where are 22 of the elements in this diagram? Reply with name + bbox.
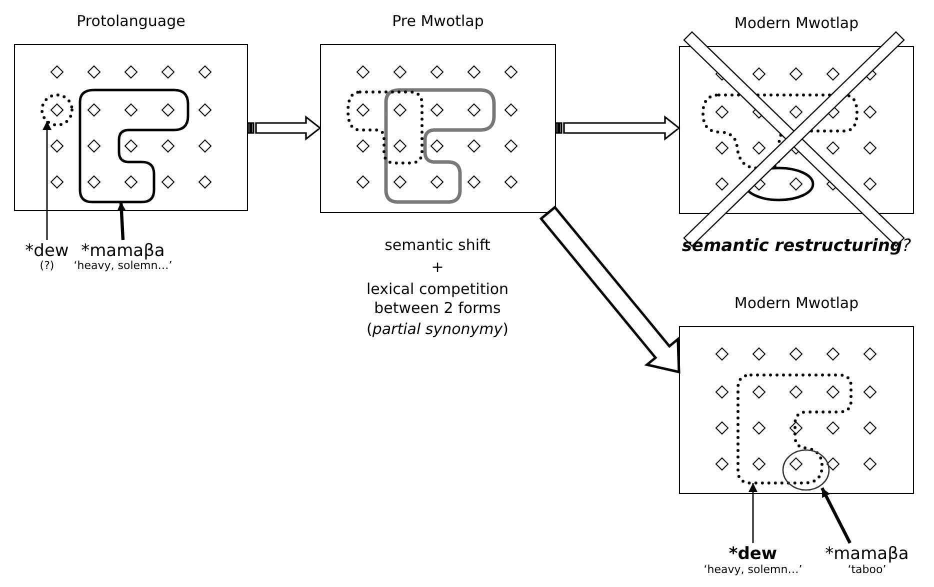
- meaning-circle: [782, 448, 830, 490]
- meaning-region: [736, 373, 852, 484]
- leader-arrow: [42, 121, 52, 240]
- panel-title: Pre Mwotlap: [392, 12, 484, 30]
- leader-arrow: [820, 487, 852, 544]
- gloss: ‘heavy, solemn…’: [702, 563, 804, 576]
- note-text: +: [430, 258, 445, 277]
- block-arrow: [247, 115, 322, 141]
- panel-title: Protolanguage: [76, 12, 186, 30]
- block-arrow: [555, 115, 680, 141]
- question-caption: semantic restructuring?: [680, 236, 912, 256]
- panel-title: Modern Mwotlap: [734, 294, 859, 312]
- word-form: *dew: [713, 543, 793, 565]
- leader-arrow: [748, 483, 758, 543]
- block-arrow: [539, 206, 680, 374]
- word-form: *mamaβa: [812, 543, 922, 565]
- meaning-circle: [40, 93, 73, 126]
- note-text: semantic shift: [384, 236, 492, 255]
- meaning-region: [78, 88, 189, 203]
- leader-arrow: [116, 202, 126, 240]
- panel-title: Modern Mwotlap: [734, 14, 859, 32]
- note-text: (partial synonymy): [365, 320, 510, 339]
